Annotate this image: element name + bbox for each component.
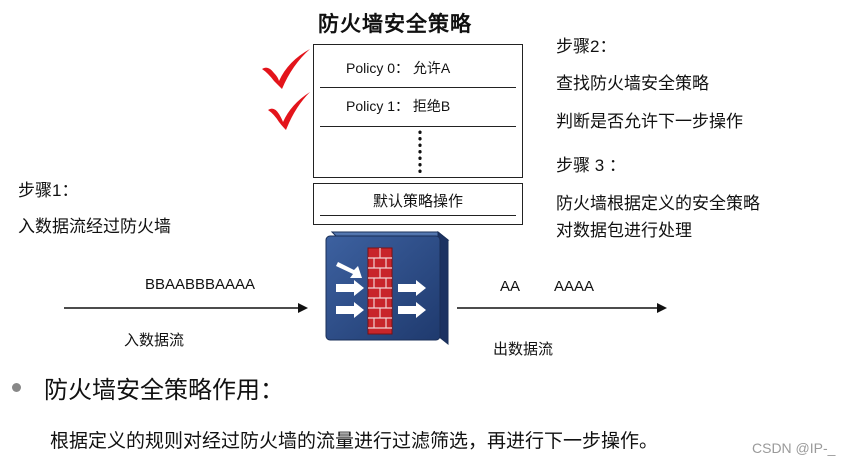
default-policy-divider <box>320 215 516 216</box>
step3-heading: 步骤 3 ： <box>556 156 626 175</box>
policy-0-label: Policy 0： 允许A <box>346 60 451 76</box>
inbound-stream-text: BBAABBBAAAA <box>145 276 256 293</box>
outbound-arrow <box>457 303 667 313</box>
outbound-stream-2: AAAA <box>554 278 595 295</box>
default-policy-box: 默认策略操作 <box>313 183 523 225</box>
diagram-title: 防火墙安全策略 <box>318 13 472 36</box>
default-policy-label: 默认策略操作 <box>372 193 463 210</box>
inbound-arrow <box>64 303 308 313</box>
inbound-label: 入数据流 <box>124 332 185 349</box>
bullet-description: 根据定义的规则对经过防火墙的流量进行过滤筛选，再进行下一步操作。 <box>50 431 659 452</box>
outbound-stream-1: AA <box>500 278 521 295</box>
step1-heading: 步骤1： <box>18 181 79 200</box>
checkmark-icon <box>262 49 310 89</box>
step3-line1: 防火墙根据定义的安全策略 <box>556 194 760 213</box>
firewall-icon <box>325 230 450 346</box>
step2-line1: 查找防火墙安全策略 <box>556 74 709 93</box>
policy-1-label: Policy 1： 拒绝B <box>346 98 451 114</box>
step2-line2: 判断是否允许下一步操作 <box>556 112 743 131</box>
step2-heading: 步骤2： <box>556 37 617 56</box>
step3-line2: 对数据包进行处理 <box>556 221 692 240</box>
outbound-label: 出数据流 <box>493 341 554 358</box>
policy-divider <box>320 87 516 88</box>
checkmark-icon <box>268 92 310 130</box>
bullet-title: 防火墙安全策略作用： <box>44 377 284 404</box>
ellipsis-dots <box>418 129 422 173</box>
watermark: CSDN @IP-_ <box>752 440 836 456</box>
policy-table: Policy 0： 允许A Policy 1： 拒绝B <box>313 44 523 178</box>
policy-divider <box>320 126 516 127</box>
step1-text: 入数据流经过防火墙 <box>18 217 171 236</box>
bullet-point <box>12 383 21 392</box>
